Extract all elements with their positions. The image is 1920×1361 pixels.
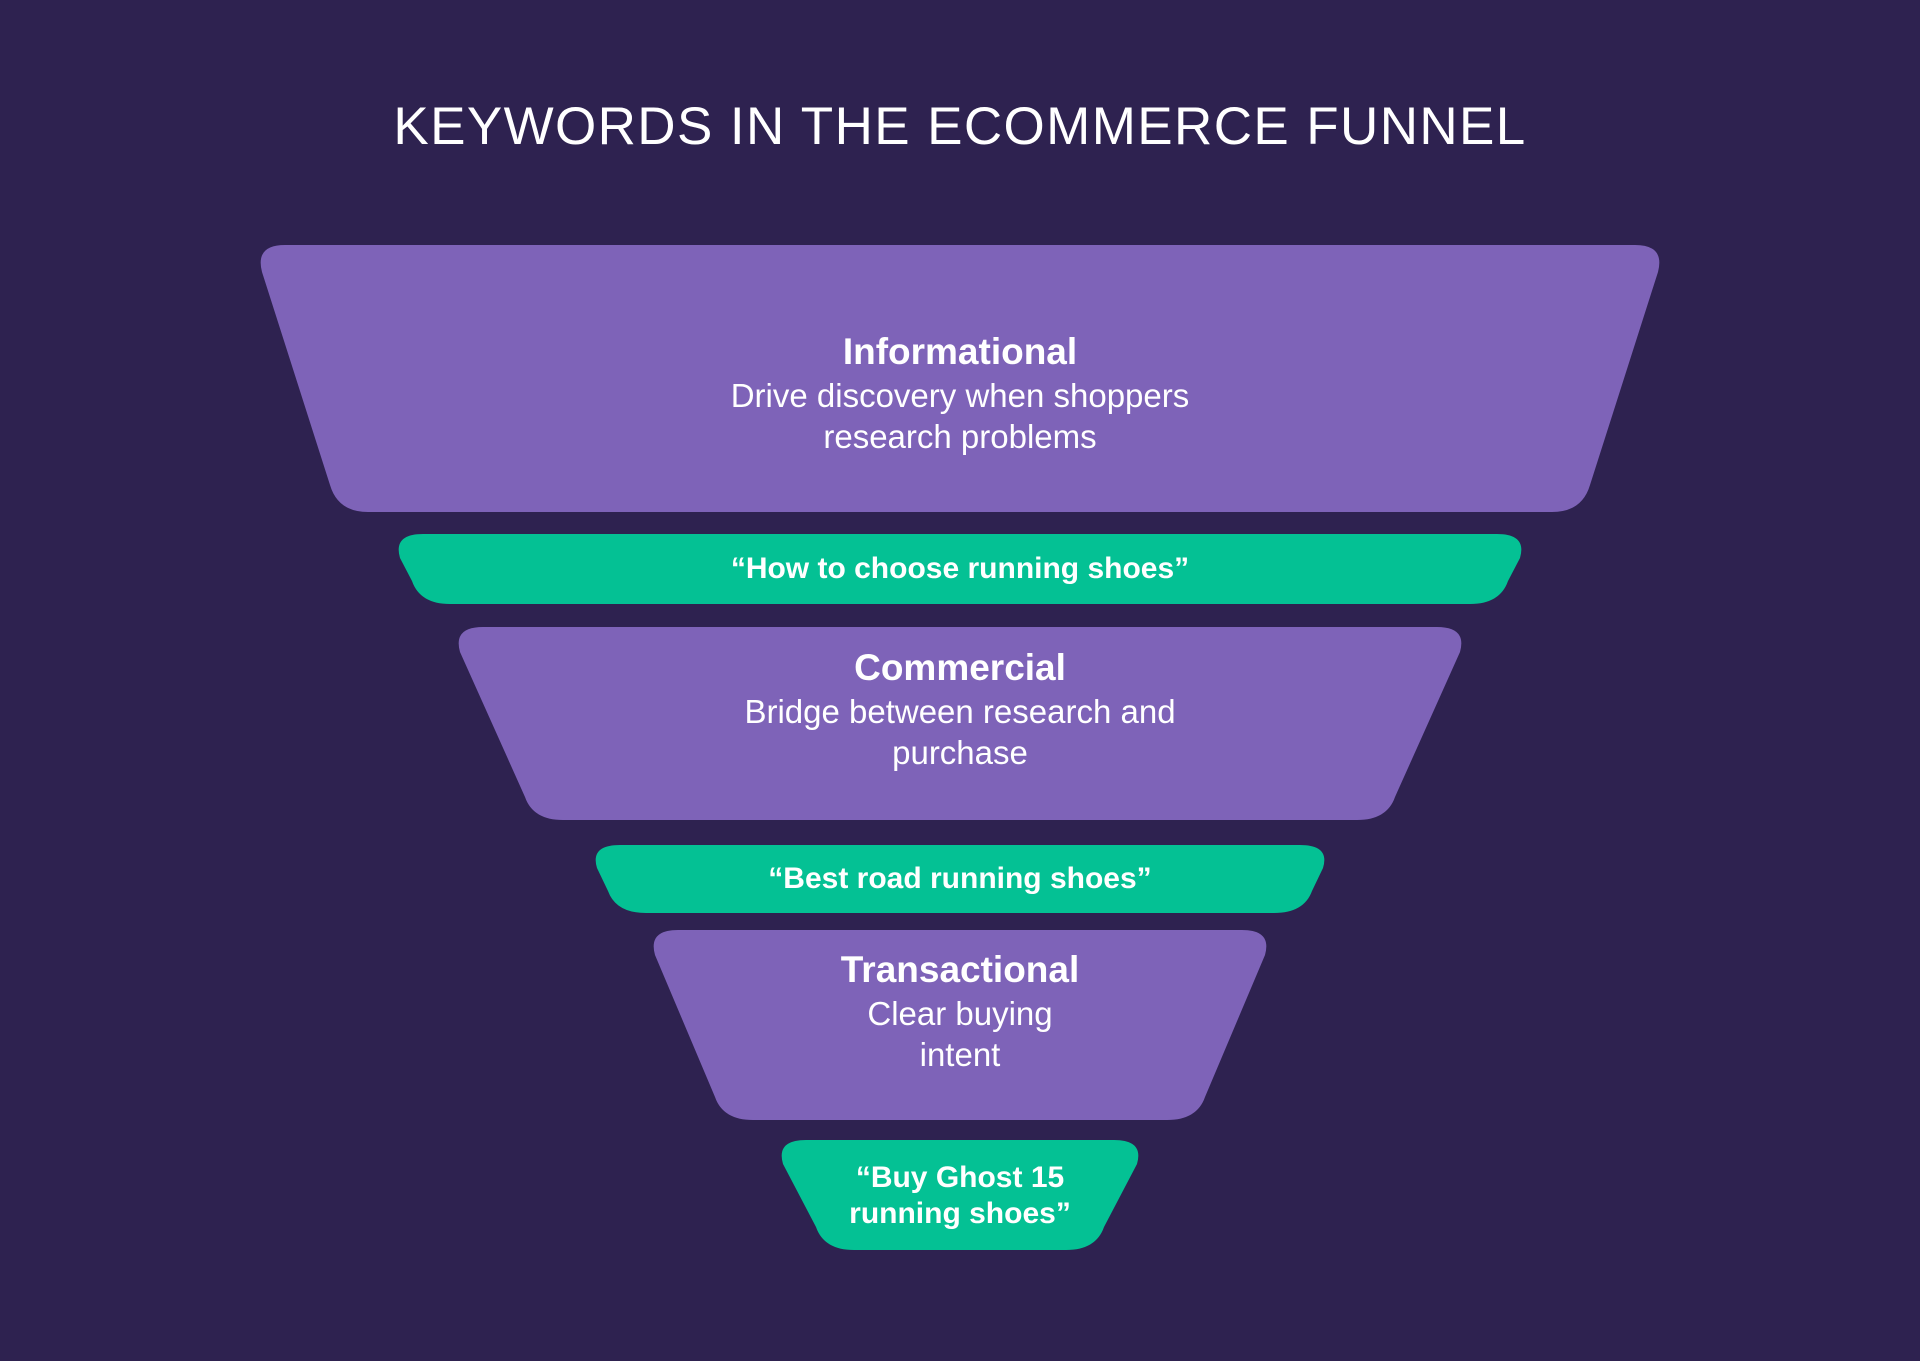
- page-title: KEYWORDS IN THE ECOMMERCE FUNNEL: [393, 97, 1527, 156]
- funnel-stage-3-shape[interactable]: [653, 930, 1267, 1120]
- funnel-keyword-3-shape[interactable]: [781, 1140, 1139, 1250]
- funnel-stage-2-shape[interactable]: [458, 627, 1462, 820]
- funnel-keyword-2-shape[interactable]: [595, 845, 1325, 913]
- funnel-keyword-1-shape[interactable]: [398, 534, 1522, 604]
- funnel-stage-1-shape[interactable]: [260, 245, 1660, 512]
